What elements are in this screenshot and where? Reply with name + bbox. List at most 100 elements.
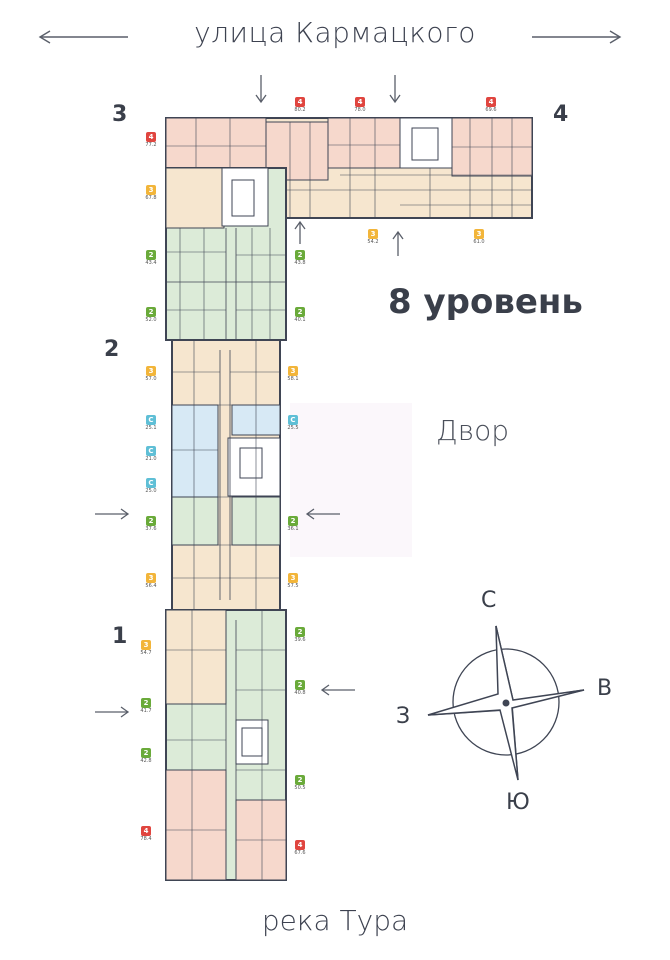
compass-north-label: С (481, 588, 497, 613)
badge-area: 77.2 (145, 142, 157, 148)
badge-code: 2 (295, 680, 305, 690)
entrance-arrow-icon (389, 75, 401, 104)
badge-code: 2 (146, 516, 156, 526)
badge-code: С (146, 478, 156, 488)
badge-code: 2 (295, 775, 305, 785)
badge-area: 78.0 (354, 107, 366, 113)
entrance-arrow-icon (95, 706, 130, 718)
compass-icon (427, 625, 585, 781)
badge-code: 3 (368, 229, 378, 239)
badge-code: 3 (141, 640, 151, 650)
badge-code: 3 (288, 573, 298, 583)
badge-code: 4 (486, 97, 496, 107)
river-label: река Тура (261, 904, 409, 937)
badge-area: 67.6 (294, 850, 306, 856)
section-label-2: 2 (104, 337, 120, 362)
badge-area: 43.8 (294, 260, 306, 266)
yard-area (290, 403, 412, 557)
badge-area: 57.0 (145, 376, 157, 382)
arrow-right-icon (532, 30, 622, 44)
badge-code: С (146, 446, 156, 456)
badge-area: 58.1 (287, 376, 299, 382)
badge-area: 25.0 (145, 488, 157, 494)
badge-code: 2 (295, 307, 305, 317)
badge-area: 39.6 (294, 637, 306, 643)
badge-area: 78.4 (140, 836, 152, 842)
badge-code: 2 (295, 627, 305, 637)
entrance-arrow-icon (95, 508, 130, 520)
badge-code: 2 (141, 748, 151, 758)
badge-area: 37.6 (145, 526, 157, 532)
badge-code: 3 (146, 185, 156, 195)
badge-area: 25.1 (145, 425, 157, 431)
level-title: 8 уровень (388, 282, 583, 322)
badge-code: 3 (146, 366, 156, 376)
badge-code: 4 (355, 97, 365, 107)
entrance-arrow-icon (320, 684, 355, 696)
entrance-arrow-icon (255, 75, 267, 104)
badge-area: 69.6 (485, 107, 497, 113)
badge-area: 42.8 (140, 758, 152, 764)
badge-code: 2 (146, 250, 156, 260)
compass-west-label: З (396, 704, 411, 729)
street-label: улица Кармацкого (194, 16, 476, 49)
badge-code: 2 (146, 307, 156, 317)
badge-code: 4 (141, 826, 151, 836)
badge-area: 25.5 (287, 425, 299, 431)
building-plan (165, 117, 533, 881)
badge-code: 3 (146, 573, 156, 583)
badge-area: 61.0 (473, 239, 485, 245)
badge-code: 4 (146, 132, 156, 142)
badge-area: 52.0 (145, 317, 157, 323)
badge-area: 54.2 (367, 239, 379, 245)
badge-code: 3 (474, 229, 484, 239)
badge-area: 41.7 (140, 708, 152, 714)
section-label-4: 4 (553, 102, 569, 127)
badge-area: 57.5 (287, 583, 299, 589)
badge-code: 3 (288, 366, 298, 376)
section-label-3: 3 (112, 102, 128, 127)
badge-area: 67.8 (145, 195, 157, 201)
badge-code: С (146, 415, 156, 425)
badge-area: 50.5 (294, 785, 306, 791)
badge-area: 43.4 (145, 260, 157, 266)
entrance-arrow-icon (294, 220, 306, 244)
badge-area: 80.2 (294, 107, 306, 113)
section-label-1: 1 (112, 624, 128, 649)
badge-code: 4 (295, 840, 305, 850)
entrance-arrow-icon (392, 230, 404, 256)
badge-area: 56.4 (145, 583, 157, 589)
badge-area: 54.7 (140, 650, 152, 656)
badge-code: 2 (295, 250, 305, 260)
